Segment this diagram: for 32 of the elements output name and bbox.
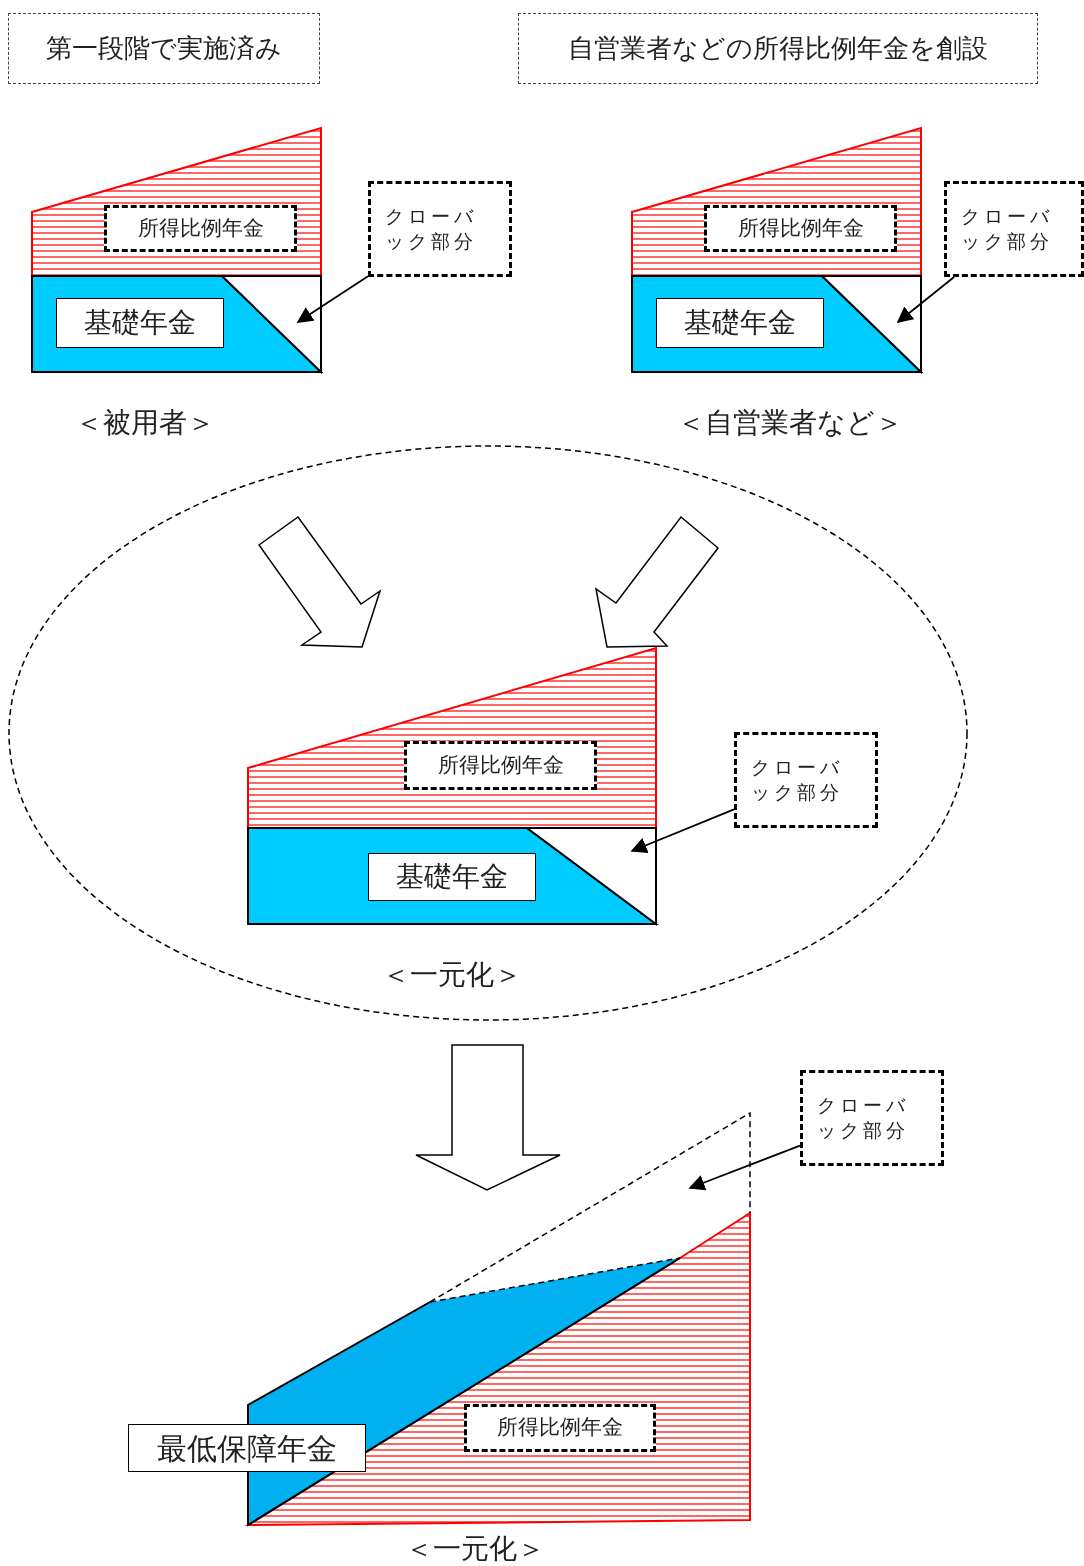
label-box: 所得比例年金	[704, 205, 897, 252]
hatched-area	[248, 648, 656, 828]
caption: ＜一元化＞	[382, 957, 522, 993]
caption: ＜被用者＞	[75, 405, 215, 441]
label-box: 基礎年金	[368, 853, 536, 901]
triangle-area	[430, 1113, 750, 1302]
label-box: 基礎年金	[56, 298, 224, 348]
caption: ＜自営業者など＞	[677, 405, 903, 441]
label-box: 所得比例年金	[464, 1404, 656, 1452]
triangle-area	[527, 828, 656, 924]
label-box: 所得比例年金	[104, 205, 297, 252]
block-arrow	[594, 515, 720, 648]
label-box: 最低保障年金	[128, 1424, 366, 1472]
label-box: 所得比例年金	[404, 741, 597, 790]
block-arrow	[257, 515, 382, 648]
caption: ＜一元化＞	[405, 1531, 545, 1566]
note-box: 自営業者などの所得比例年金を創設	[518, 13, 1038, 84]
triangle-area	[222, 276, 321, 372]
hatched-area	[632, 128, 921, 276]
hatched-area	[32, 128, 321, 276]
leader-line	[630, 808, 735, 853]
callout-box: クローバック部分	[734, 732, 878, 828]
callout-box: クローバック部分	[944, 181, 1084, 277]
callout-box: クローバック部分	[800, 1070, 944, 1166]
label-box: 基礎年金	[656, 298, 824, 348]
leader-line	[896, 276, 956, 323]
leader-line	[688, 1144, 801, 1191]
leader-line	[296, 275, 369, 323]
block-arrow	[415, 1044, 561, 1191]
callout-box: クローバック部分	[368, 181, 512, 277]
triangle-area	[822, 276, 921, 372]
note-box: 第一段階で実施済み	[8, 13, 320, 84]
